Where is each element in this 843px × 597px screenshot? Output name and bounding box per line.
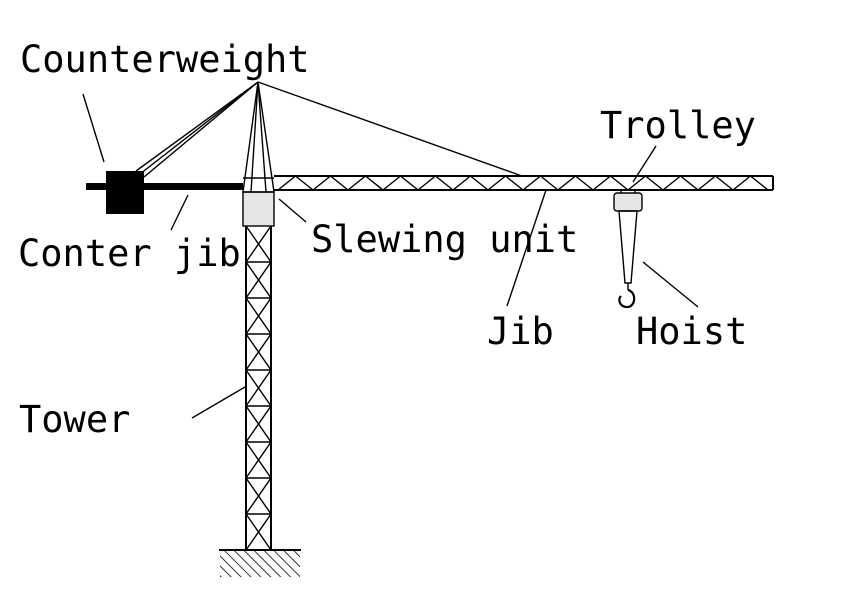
jib-brace: [295, 175, 314, 191]
tower-brace: [245, 441, 272, 479]
leader-tower: [191, 386, 246, 419]
hoist-block: [618, 210, 638, 284]
jib-brace: [330, 175, 349, 191]
label-jib: Jib: [487, 310, 554, 353]
leader-lines: [82, 93, 699, 419]
pendant-line-1: [135, 81, 259, 172]
tower-brace: [245, 477, 272, 515]
jib-brace: [312, 175, 331, 191]
jib-brace: [365, 175, 384, 191]
tower-top-inner-left: [250, 81, 259, 193]
jib-brace: [400, 175, 419, 191]
tower-brace: [245, 225, 272, 263]
jib-brace: [382, 175, 401, 191]
counter-jib: [86, 183, 243, 190]
jib-brace: [522, 175, 541, 191]
slewing-unit: [242, 191, 275, 227]
hoist: [618, 210, 638, 309]
tower: [245, 225, 272, 551]
jib-brace: [750, 175, 769, 191]
label-counterweight: Counterweight: [20, 38, 310, 81]
jib-brace: [575, 175, 594, 191]
jib: [274, 175, 774, 191]
tower-top-frame: [242, 81, 275, 193]
counter-jib-pendants: [135, 81, 259, 178]
tower-brace: [245, 297, 272, 335]
hoist-hook-icon: [618, 288, 636, 309]
jib-brace: [697, 175, 716, 191]
tower-brace: [245, 333, 272, 371]
jib-brace: [277, 175, 296, 191]
jib-brace: [487, 175, 506, 191]
jib-brace: [435, 175, 454, 191]
trolley-body: [613, 192, 643, 212]
jib-brace: [662, 175, 681, 191]
pendant-line-2: [139, 81, 259, 175]
leader-counter-jib: [170, 194, 189, 231]
jib-brace: [732, 175, 751, 191]
jib-brace: [470, 175, 489, 191]
ground: [219, 549, 301, 577]
jib-brace: [627, 175, 646, 191]
jib-brace: [452, 175, 471, 191]
jib-brace: [557, 175, 576, 191]
ground-hatching: [220, 551, 300, 577]
jib-brace: [715, 175, 734, 191]
jib-tie: [257, 81, 523, 177]
counterweight-block: [106, 171, 144, 214]
leader-hoist: [642, 261, 699, 308]
tower-top: [242, 81, 275, 193]
jib-brace: [592, 175, 611, 191]
jib-brace: [680, 175, 699, 191]
label-hoist: Hoist: [636, 310, 747, 353]
jib-brace: [347, 175, 366, 191]
jib-brace: [417, 175, 436, 191]
tower-brace: [245, 261, 272, 299]
label-counter-jib: Conter jib: [18, 232, 241, 275]
jib-brace: [505, 175, 524, 191]
leader-counterweight: [82, 93, 105, 163]
label-tower: Tower: [19, 398, 130, 441]
trolley: [613, 190, 643, 212]
tower-brace: [245, 405, 272, 443]
jib-brace: [645, 175, 664, 191]
leader-slewing-unit: [278, 198, 307, 223]
label-trolley: Trolley: [600, 104, 756, 147]
tower-brace: [245, 513, 272, 551]
jib-brace: [540, 175, 559, 191]
leader-trolley: [632, 145, 657, 183]
tower-top-inner-right: [257, 81, 267, 193]
pendant-line-3: [143, 81, 259, 178]
jib-brace: [610, 175, 629, 191]
label-slewing-unit: Slewing unit: [311, 218, 578, 261]
tower-brace: [245, 369, 272, 407]
leader-jib: [506, 189, 547, 307]
